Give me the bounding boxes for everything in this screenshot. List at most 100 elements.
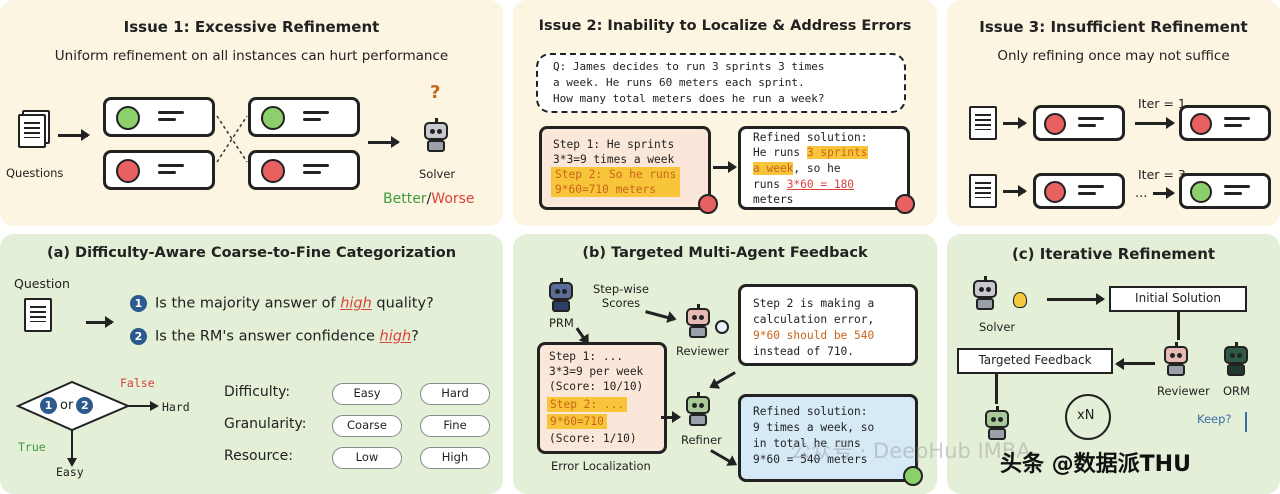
check-icon: [903, 466, 923, 486]
true-label: True: [18, 440, 46, 454]
cross-icon: [698, 194, 718, 214]
pill-low: Low: [332, 447, 402, 469]
refined-line3: runs 3*60 = 180: [753, 177, 854, 192]
lightbulb-icon: [1013, 292, 1027, 308]
sol-line6: (Score: 1/10): [549, 432, 637, 445]
number-1-badge: 1: [40, 397, 57, 414]
ref-line2: 9 times a week, so: [753, 421, 875, 434]
targeted-feedback-box: Targeted Feedback: [957, 348, 1113, 374]
row-granularity-label: Granularity:: [224, 416, 307, 432]
hard-label: Hard: [162, 400, 190, 414]
criterion-2-high: high: [379, 328, 412, 345]
refiner-robot-icon: [982, 406, 1012, 442]
xn-label: xN: [1077, 408, 1095, 423]
ref-line3: in total he runs: [753, 437, 861, 450]
crossing-dashed-arrows: [216, 115, 248, 163]
iter1-card-wrong: [1033, 105, 1125, 141]
arrow-1: [1003, 117, 1027, 129]
text-lines-icon: [1078, 185, 1104, 199]
iter3-label: Iter = 3: [1138, 167, 1186, 182]
panel-b: (b) Targeted Multi-Agent Feedback PRM St…: [513, 234, 937, 494]
row-difficulty-label: Difficulty:: [224, 384, 291, 400]
feedback-line2: calculation error,: [753, 313, 875, 326]
refined-line1-hl: 3 sprints: [806, 146, 868, 159]
text-lines-icon: [158, 111, 184, 125]
solver-label: Solver: [979, 320, 1016, 334]
arrow-solution-to-refiner: [661, 411, 681, 423]
question-text: Q: James decides to run 3 sprints 3 time…: [553, 60, 825, 105]
reviewer-label: Reviewer: [676, 344, 729, 358]
ref-line4: 9*60 = 540 meters: [753, 453, 868, 466]
decision-diamond: [15, 380, 159, 467]
loop-circle-icon: [1065, 394, 1111, 440]
reviewer-robot-icon: [1161, 342, 1191, 378]
prm-label: PRM: [549, 316, 574, 330]
solver-robot-icon: [970, 276, 1000, 312]
vertical-arrow-down: [1177, 312, 1180, 340]
reviewer-robot-icon: [683, 304, 713, 340]
step1-text: Step 1: He sprints 3*3=9 times a week: [553, 138, 675, 166]
keep-arrow-down: [1245, 412, 1247, 432]
vertical-arrow-to-refiner: [995, 374, 998, 404]
pill-coarse: Coarse: [332, 415, 402, 437]
issue2-panel: Issue 2: Inability to Localize & Address…: [513, 0, 937, 226]
prm-robot-icon: [546, 278, 576, 314]
feedback-line4: instead of 710.: [753, 345, 855, 358]
false-label: False: [120, 376, 155, 390]
issue3-panel: Issue 3: Insufficient Refinement Only re…: [947, 0, 1280, 226]
better-worse-label: Better/Worse: [383, 191, 475, 207]
step-wise-scores-label: Step-wise Scores: [593, 282, 650, 310]
initial-solution-box: Initial Solution: [1109, 286, 1247, 312]
sol-line5: 9*60=710: [547, 414, 607, 429]
error-localization-label: Error Localization: [551, 459, 651, 473]
number-2-badge: 2: [130, 328, 147, 345]
feedback-line1: Step 2 is making a: [753, 297, 875, 310]
pill-high: High: [420, 447, 490, 469]
arrow-2: [1003, 185, 1027, 197]
cross-icon: [261, 159, 285, 183]
text-lines-icon: [1078, 117, 1104, 131]
feedback-line3: 9*60 should be 540: [753, 329, 875, 342]
issue1-panel: Issue 1: Excessive Refinement Uniform re…: [0, 0, 503, 226]
question-label: Question: [14, 276, 70, 291]
sol-line3: (Score: 10/10): [549, 380, 644, 393]
doc-icon: [969, 106, 997, 140]
sol-line2: 3*3=9 per week: [549, 365, 644, 378]
text-lines-icon: [303, 164, 329, 178]
arrow-to-questions: [86, 316, 114, 328]
number-1-badge: 1: [130, 295, 147, 312]
arrow-feedback-to-refiner: [710, 371, 736, 388]
step2-text: Step 2: So he runs 9*60=710 meters: [551, 167, 681, 197]
text-lines-icon: [158, 164, 184, 178]
text-lines-icon: [1224, 117, 1250, 131]
refined-line3-red: 3*60 = 180: [786, 178, 855, 191]
ellipsis: ...: [1135, 186, 1148, 201]
question-doc-icon: [24, 298, 52, 332]
issue1-subtitle: Uniform refinement on all instances can …: [54, 48, 449, 64]
criterion-1-post: quality?: [371, 295, 434, 312]
issue3-subtitle: Only refining once may not suffice: [997, 48, 1230, 64]
issue2-title: Issue 2: Inability to Localize & Address…: [538, 18, 912, 34]
check-icon: [261, 106, 285, 130]
sol-line1: Step 1: ...: [549, 350, 624, 363]
text-lines-icon: [1224, 185, 1250, 199]
number-2-badge: 2: [76, 397, 94, 414]
solution-card-wrong-1: [103, 150, 215, 190]
confused-mark-icon: ?: [430, 82, 441, 103]
iter3-card-wrong: [1033, 173, 1125, 209]
refined-line2-hl: a week: [753, 162, 794, 175]
text-lines-icon: [303, 111, 329, 125]
solution-card-correct-1: [103, 97, 215, 137]
easy-label: Easy: [56, 465, 84, 479]
solution-card-correct-2: [248, 97, 360, 137]
refined-line4: meters: [753, 193, 794, 206]
criterion-2-post: ?: [411, 328, 419, 345]
arrow-to-solver: [368, 136, 400, 148]
row-resource-label: Resource:: [224, 448, 293, 464]
panel-a-title: (a) Difficulty-Aware Coarse-to-Fine Cate…: [46, 245, 457, 261]
panel-a: (a) Difficulty-Aware Coarse-to-Fine Cate…: [0, 234, 503, 494]
watermark-left: 公众号 · DeepHub IMBA: [790, 439, 1031, 463]
